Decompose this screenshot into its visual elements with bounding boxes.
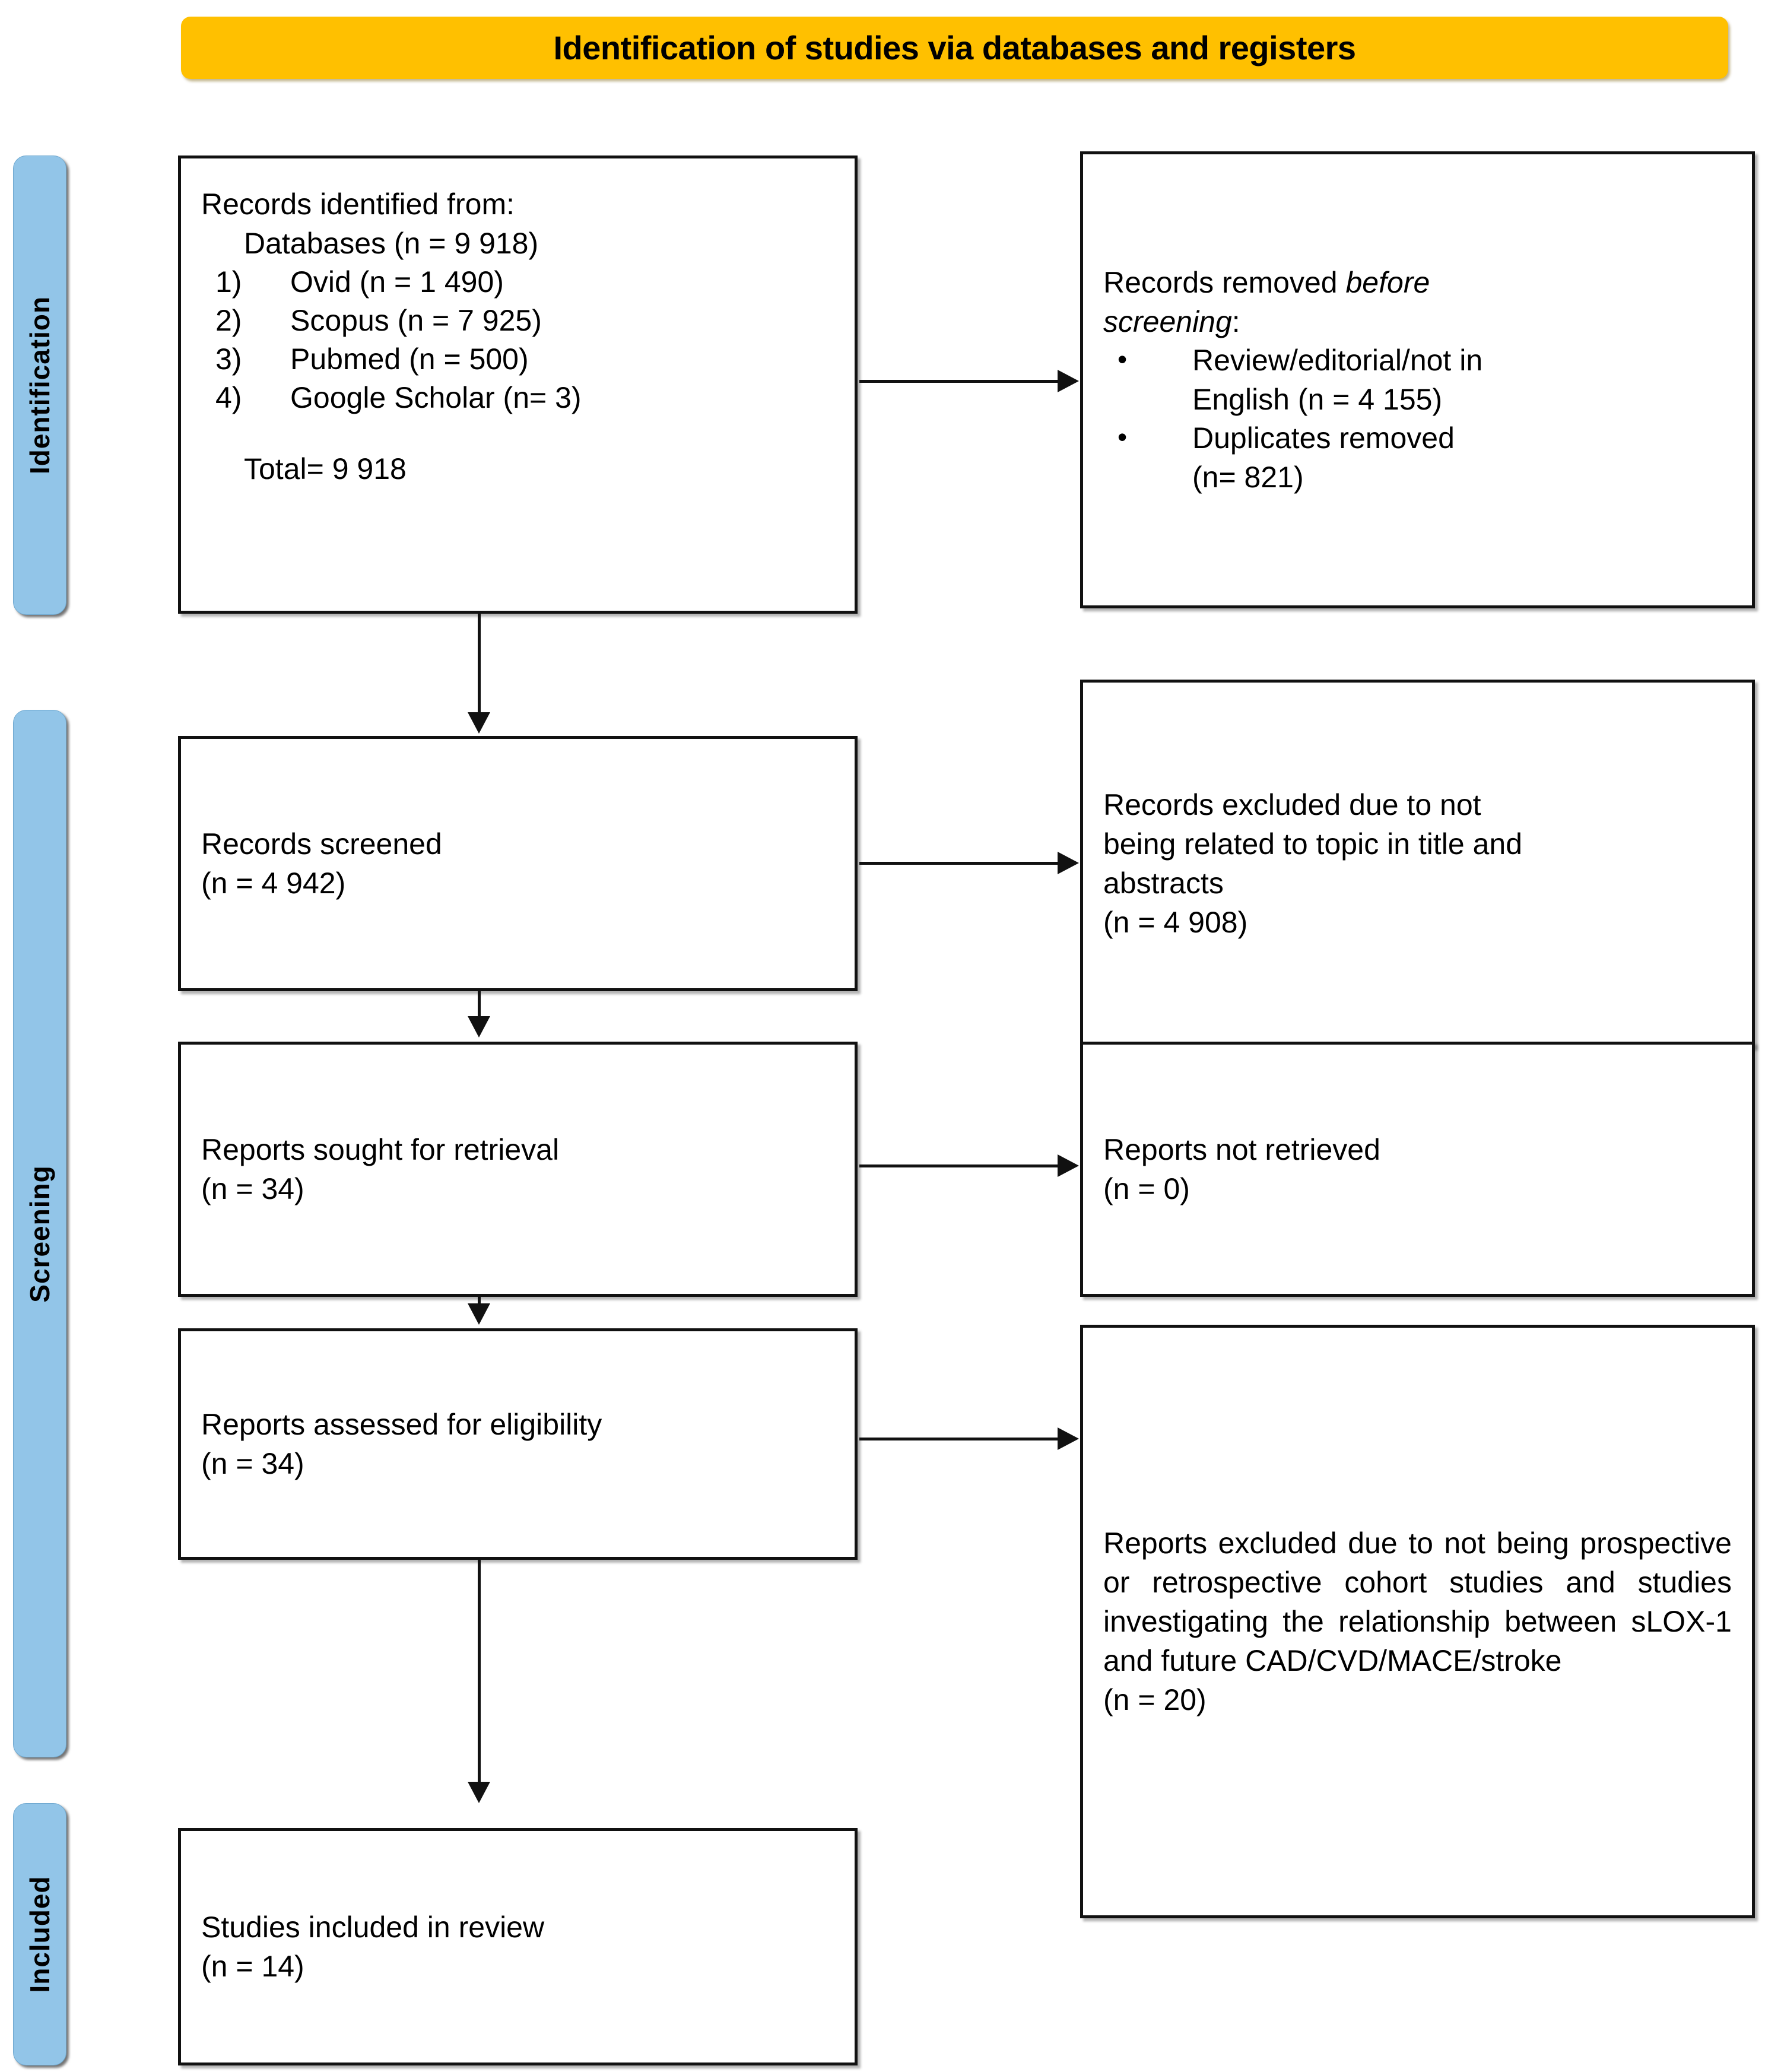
records-removed-heading: Records removed before <box>1103 263 1732 302</box>
banner-title: Identification of studies via databases … <box>553 28 1356 66</box>
bullet-icon: • <box>1118 344 1128 375</box>
phase-label-identification: Identification <box>13 156 66 615</box>
source-marker: 3) <box>215 342 242 376</box>
removed-bullet-text: Review/editorial/not in <box>1192 344 1483 377</box>
source-text: Google Scholar (n= 3) <box>290 381 582 414</box>
reports-excluded-design-count: (n = 20) <box>1103 1683 1207 1716</box>
records-identified-total: Total= 9 918 <box>244 452 407 486</box>
box-reports-excluded-design: Reports excluded due to not being prospe… <box>1080 1325 1755 1918</box>
records-excluded-topic-line3: abstracts <box>1103 867 1224 900</box>
studies-included-label: Studies included in review <box>201 1911 545 1944</box>
source-text: Pubmed (n = 500) <box>290 342 529 376</box>
connector-sought-to-assessed <box>478 1297 481 1305</box>
connector-screened-to-excluded-topic <box>859 862 1061 865</box>
source-text: Ovid (n = 1 490) <box>290 265 504 299</box>
phase-label-included: Included <box>13 1803 66 2065</box>
reports-not-retrieved-label: Reports not retrieved <box>1103 1133 1380 1166</box>
box-reports-not-retrieved: Reports not retrieved (n = 0) <box>1080 1042 1755 1297</box>
connector-screened-to-sought <box>478 991 481 1020</box>
records-screened-label: Records screened <box>201 827 442 861</box>
studies-included-count: (n = 14) <box>201 1950 304 1983</box>
records-removed-heading-colon: : <box>1231 305 1240 338</box>
box-records-identified: Records identified from: Databases (n = … <box>178 156 858 614</box>
removed-bullet-item: • Review/editorial/not in <box>1103 341 1732 380</box>
removed-bullet-text-cont: English (n = 4 155) <box>1192 383 1443 416</box>
arrow-down-icon <box>468 1016 490 1037</box>
phase-screening-text: Screening <box>24 1164 55 1303</box>
source-text: Scopus (n = 7 925) <box>290 304 542 337</box>
reports-sought-label: Reports sought for retrieval <box>201 1133 560 1166</box>
source-marker: 1) <box>215 265 242 299</box>
reports-excluded-design-body: Reports excluded due to not being prospe… <box>1103 1527 1732 1677</box>
phase-included-text: Included <box>24 1876 55 1993</box>
diagram-banner: Identification of studies via databases … <box>181 17 1728 79</box>
box-reports-assessed: Reports assessed for eligibility (n = 34… <box>178 1328 858 1560</box>
connector-identified-to-removed <box>859 380 1061 383</box>
removed-bullet-text-cont: (n= 821) <box>1192 461 1304 494</box>
removed-bullet-item: • Duplicates removed <box>1103 419 1732 458</box>
source-item: 1) Ovid (n = 1 490) <box>201 263 834 302</box>
box-studies-included: Studies included in review (n = 14) <box>178 1828 858 2065</box>
records-identified-databases: Databases (n = 9 918) <box>244 227 539 260</box>
phase-label-screening: Screening <box>13 710 66 1757</box>
records-identified-heading: Records identified from: <box>201 188 515 221</box>
source-item: 4) Google Scholar (n= 3) <box>201 379 834 417</box>
records-excluded-topic-line1: Records excluded due to not <box>1103 788 1481 821</box>
box-records-excluded-topic: Records excluded due to not being relate… <box>1080 680 1755 1048</box>
connector-assessed-to-excluded-design <box>859 1438 1061 1440</box>
box-reports-sought: Reports sought for retrieval (n = 34) <box>178 1042 858 1297</box>
records-removed-heading-em1: before <box>1345 266 1430 299</box>
bullet-icon: • <box>1118 421 1128 452</box>
records-removed-heading-line2: screening: <box>1103 302 1732 341</box>
reports-not-retrieved-count: (n = 0) <box>1103 1172 1190 1205</box>
reports-assessed-label: Reports assessed for eligibility <box>201 1408 602 1441</box>
box-records-removed-before-screening: Records removed before screening: • Revi… <box>1080 151 1755 608</box>
arrow-right-icon <box>1058 1427 1079 1450</box>
records-screened-count: (n = 4 942) <box>201 867 346 900</box>
records-removed-heading-plain: Records removed <box>1103 266 1346 299</box>
records-excluded-topic-line2: being related to topic in title and <box>1103 827 1523 861</box>
records-removed-heading-em2: screening <box>1103 305 1232 338</box>
arrow-right-icon <box>1058 852 1079 874</box>
connector-sought-to-not-retrieved <box>859 1164 1061 1167</box>
source-marker: 4) <box>215 381 242 414</box>
arrow-down-icon <box>468 712 490 734</box>
connector-assessed-to-included <box>478 1560 481 1785</box>
source-marker: 2) <box>215 304 242 337</box>
reports-sought-count: (n = 34) <box>201 1172 304 1205</box>
arrow-down-icon <box>468 1782 490 1803</box>
source-item: 2) Scopus (n = 7 925) <box>201 302 834 340</box>
connector-identified-to-screened <box>478 614 481 716</box>
reports-assessed-count: (n = 34) <box>201 1447 304 1480</box>
box-records-screened: Records screened (n = 4 942) <box>178 736 858 991</box>
records-excluded-topic-count: (n = 4 908) <box>1103 906 1248 939</box>
arrow-right-icon <box>1058 1154 1079 1177</box>
spacer <box>201 417 834 449</box>
source-item: 3) Pubmed (n = 500) <box>201 340 834 379</box>
removed-bullet-text: Duplicates removed <box>1192 421 1455 455</box>
phase-identification-text: Identification <box>24 296 55 475</box>
arrow-right-icon <box>1058 370 1079 392</box>
arrow-down-icon <box>468 1303 490 1325</box>
